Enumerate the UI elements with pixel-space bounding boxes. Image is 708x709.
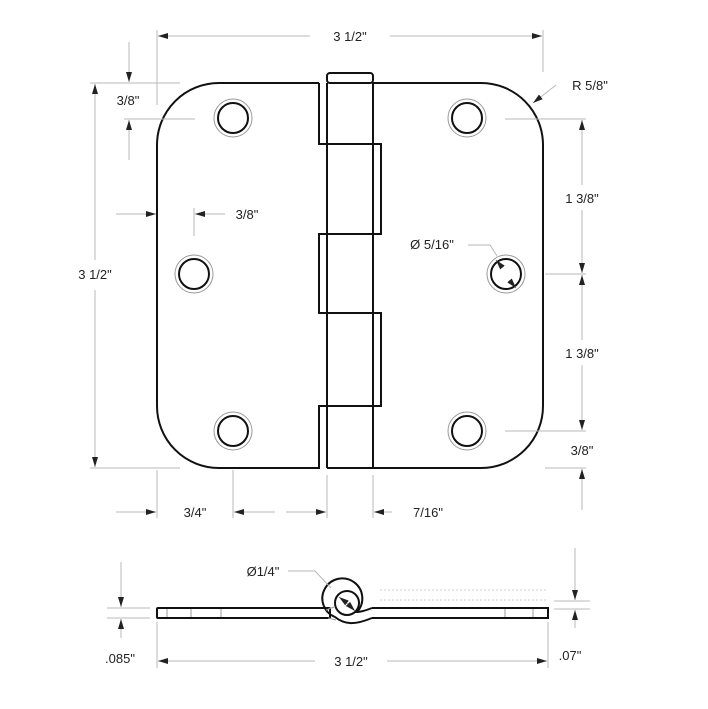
pin-diameter-label: Ø1/4" (247, 564, 280, 579)
dim-hole-edge-offset: 3/8" (116, 207, 259, 236)
left-hole-inset-label: 3/4" (184, 505, 207, 520)
left-leaf (156, 82, 327, 469)
knuckle-offset-label: 7/16" (413, 505, 443, 520)
dim-side-overall-width: 3 1/2" (156, 622, 549, 669)
corner-radius-label: R 5/8" (572, 78, 608, 93)
dim-hole-diameter: Ø 5/16" (410, 237, 517, 289)
screw-hole-mid-right (486, 254, 526, 294)
dim-pin-diameter: Ø1/4" (247, 564, 356, 612)
screw-hole-bottom-right (447, 411, 487, 451)
top-hole-offset-label: 3/8" (117, 93, 140, 108)
dim-corner-radius: R 5/8" (532, 78, 608, 104)
dim-overall-height: 3 1/2" (76, 82, 180, 469)
screw-hole-top-left (213, 98, 253, 138)
hole-spacing-lower-label: 1 3/8" (565, 346, 599, 361)
overall-height-label: 3 1/2" (78, 267, 112, 282)
screw-holes (174, 98, 526, 451)
dim-leaf-thickness-left: .085" (105, 562, 150, 666)
screw-hole-top-right (447, 98, 487, 138)
side-view (156, 577, 549, 625)
dim-top-hole-offset: 3/8" (117, 42, 195, 160)
dim-overall-width: 3 1/2" (156, 29, 544, 105)
screw-hole-bottom-left (213, 411, 253, 451)
hole-edge-offset-label: 3/8" (236, 207, 259, 222)
leaf-thickness-right-label: .07" (559, 648, 582, 663)
dim-leaf-thickness-right: .07" (554, 548, 590, 663)
right-leaf (327, 82, 544, 469)
side-overall-width-label: 3 1/2" (334, 654, 368, 669)
screw-hole-mid-left (174, 254, 214, 294)
overall-width-label: 3 1/2" (333, 29, 367, 44)
hole-spacing-upper-label: 1 3/8" (565, 191, 599, 206)
dim-bottom-horizontal: 3/4" 7/16" (116, 470, 443, 520)
dim-right-vertical: 1 3/8" 1 3/8" 3/8" (505, 118, 599, 510)
hole-diameter-label: Ø 5/16" (410, 237, 454, 252)
leaf-thickness-left-label: .085" (105, 651, 135, 666)
hinge-knuckle (326, 72, 382, 468)
bottom-hole-offset-label: 3/8" (571, 443, 594, 458)
